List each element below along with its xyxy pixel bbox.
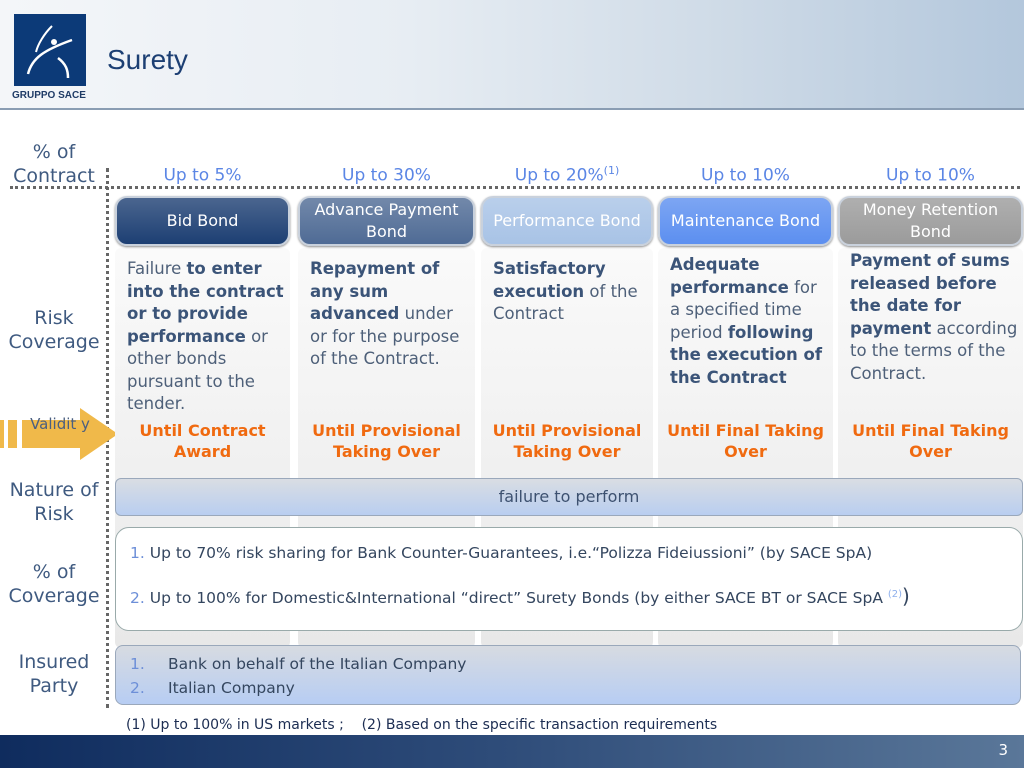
risk-coverage-description: Repayment of any sum advanced under or f… (310, 258, 471, 371)
risk-coverage-description: Adequate performance for a specified tim… (670, 254, 829, 389)
validity-text: Until Final Taking Over (852, 421, 1009, 461)
horizontal-divider (10, 186, 1020, 189)
validity-text: Until Contract Award (139, 421, 266, 461)
page-number: 3 (998, 741, 1008, 759)
bond-type-header: Maintenance Bond (658, 196, 833, 246)
desc-segment: or other bonds pursuant to the tender. (127, 326, 268, 414)
item-number: 2. (130, 589, 145, 607)
item-number: 1. (130, 544, 145, 562)
pct-value: Up to 10% (701, 165, 790, 186)
bond-type-header: Advance Payment Bond (298, 196, 475, 246)
slide-footer (0, 735, 1024, 768)
nature-of-risk-bar: failure to perform (115, 478, 1023, 516)
pct-value: Up to 30% (342, 165, 431, 186)
page-title: Surety (107, 44, 188, 75)
item-text: Italian Company (168, 679, 295, 697)
desc-segment: following the execution of the Contract (670, 322, 823, 387)
footnote-ref: (2) (887, 588, 903, 600)
desc-segment: according to the terms of the Contract. (850, 318, 1018, 383)
validity-text: Until Provisional Taking Over (492, 421, 642, 461)
label-pct-contract: % of Contract (13, 141, 95, 187)
item-text: Up to 70% risk sharing for Bank Counter-… (144, 544, 873, 562)
item-number: 1. (130, 655, 145, 673)
validity-arrow-icon (0, 408, 118, 460)
label-risk-coverage: Risk Coverage (8, 307, 100, 353)
closing-paren: ) (902, 584, 910, 608)
desc-segment: Repayment of any sum advanced (310, 259, 440, 323)
label-validity: Validit y (30, 415, 90, 433)
figure-logo-icon (26, 25, 73, 79)
pct-of-contract: Up to 20%(1) (481, 164, 653, 186)
label-insured-party: Insured Party (18, 651, 90, 697)
coverage-item: 2. Up to 100% for Domestic&International… (130, 584, 1008, 608)
slide-header (0, 0, 1024, 110)
pct-of-contract: Up to 10% (838, 164, 1023, 186)
desc-segment: for a specified time period (670, 277, 817, 342)
sace-logo (14, 14, 86, 86)
footnote-ref: (1) (603, 164, 620, 177)
bond-type-header: Bid Bond (115, 196, 290, 246)
validity-text: Until Provisional Taking Over (312, 421, 461, 461)
pct-of-contract: Up to 5% (115, 164, 290, 186)
item-text: Up to 100% for Domestic&International “d… (144, 589, 888, 607)
coverage-box: 1. Up to 70% risk sharing for Bank Count… (115, 527, 1023, 631)
desc-segment: of the Contract (493, 281, 638, 324)
item-number: 2. (130, 679, 145, 697)
coverage-item: 1. Up to 70% risk sharing for Bank Count… (130, 544, 1008, 562)
validity-text: Until Final Taking Over (667, 421, 824, 461)
pct-of-contract: Up to 10% (658, 164, 833, 186)
label-pct-coverage: % of Coverage (8, 561, 100, 607)
insured-item: 2. Italian Company (130, 676, 1006, 700)
desc-segment: to enter into the contract or to provide… (127, 259, 284, 346)
insured-party-bar: 1.Bank on behalf of the Italian Company … (115, 645, 1021, 705)
risk-coverage-description: Satisfactory execution of the Contract (493, 258, 649, 326)
item-text: Bank on behalf of the Italian Company (168, 655, 467, 673)
logo-text: GRUPPO SACE (12, 90, 86, 101)
desc-segment: Failure (127, 259, 187, 278)
pct-value: Up to 10% (886, 165, 975, 186)
risk-coverage-description: Failure to enter into the contract or to… (127, 258, 286, 416)
bond-type-header: Performance Bond (481, 196, 653, 246)
desc-segment: Adequate performance (670, 255, 789, 297)
pct-value: Up to 20% (514, 165, 604, 186)
footnote: (1) Up to 100% in US markets ; (2) Based… (126, 717, 718, 733)
pct-of-contract: Up to 30% (298, 164, 475, 186)
desc-segment: Satisfactory execution (493, 259, 606, 301)
insured-item: 1. Bank on behalf of the Italian Company (130, 652, 1006, 676)
risk-coverage-description: Payment of sums released before the date… (850, 250, 1019, 385)
desc-segment: under or for the purpose of the Contract… (310, 304, 460, 368)
pct-value: Up to 5% (163, 165, 242, 186)
label-nature-of-risk: Nature of Risk (9, 479, 99, 525)
desc-segment: Payment of sums released before the date… (850, 251, 1010, 338)
bond-type-header: Money Retention Bond (838, 196, 1023, 246)
